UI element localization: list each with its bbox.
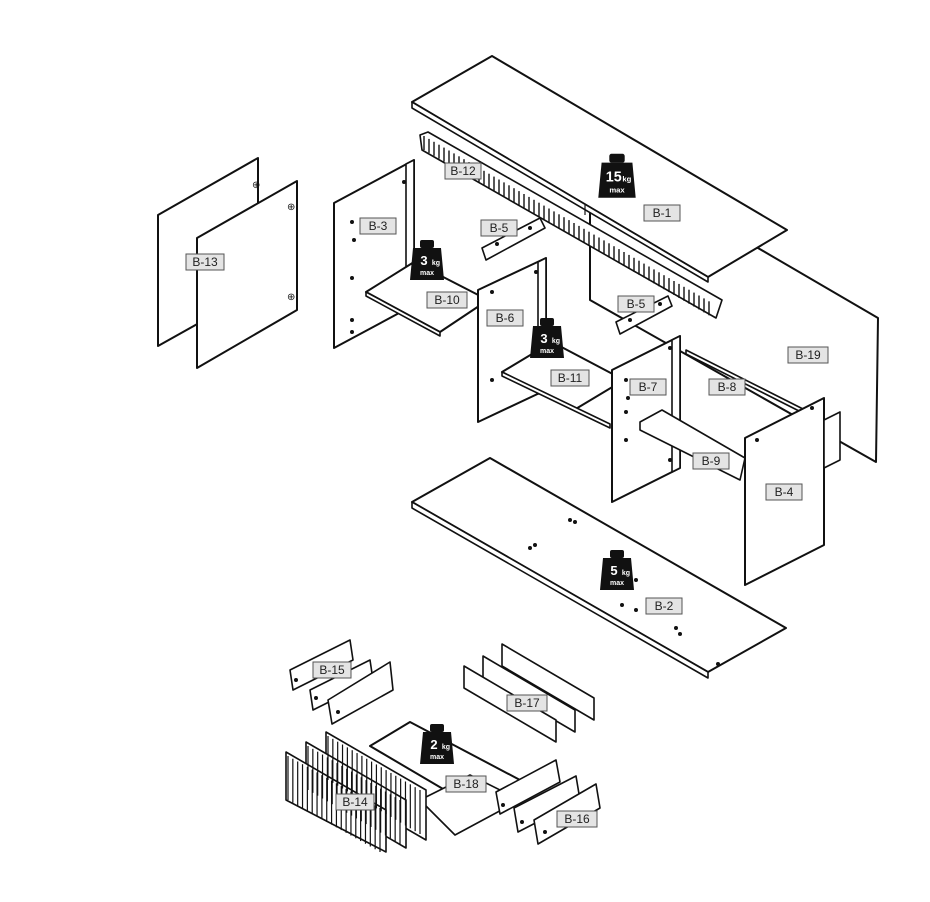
panel-b13: ⊕ ⊕ ⊕ bbox=[157, 157, 298, 369]
part-label: B-16 bbox=[556, 810, 598, 828]
svg-text:B-10: B-10 bbox=[434, 293, 460, 307]
svg-text:B-18: B-18 bbox=[453, 777, 479, 791]
part-label: B-14 bbox=[335, 793, 375, 811]
panel-b1 bbox=[411, 55, 788, 283]
svg-text:B-19: B-19 bbox=[795, 348, 821, 362]
panel-b17 bbox=[463, 643, 595, 743]
part-label: B-6 bbox=[486, 309, 524, 327]
part-label: B-7 bbox=[629, 378, 667, 396]
part-label: B-12 bbox=[444, 162, 482, 180]
panel-b2 bbox=[411, 457, 787, 679]
part-label: B-18 bbox=[445, 775, 487, 793]
svg-text:B-11: B-11 bbox=[558, 371, 583, 385]
part-label: B-4 bbox=[765, 483, 803, 501]
svg-text:⊕: ⊕ bbox=[252, 180, 260, 191]
part-label: B-2 bbox=[645, 597, 683, 615]
part-label: B-1 bbox=[643, 204, 681, 222]
part-label: B-11 bbox=[550, 369, 590, 387]
svg-text:B-6: B-6 bbox=[496, 311, 515, 325]
part-label: B-17 bbox=[506, 694, 548, 712]
weight-limit-icon: 3 kg max bbox=[530, 318, 564, 358]
svg-text:kg: kg bbox=[622, 570, 630, 577]
svg-text:B-2: B-2 bbox=[655, 599, 674, 613]
svg-text:3: 3 bbox=[540, 331, 547, 346]
svg-text:kg: kg bbox=[442, 744, 450, 751]
svg-text:B-3: B-3 bbox=[369, 219, 388, 233]
svg-text:3: 3 bbox=[420, 253, 427, 268]
panel-b5a bbox=[481, 217, 546, 261]
svg-text:B-5: B-5 bbox=[490, 221, 509, 235]
svg-text:B-7: B-7 bbox=[639, 380, 658, 394]
svg-text:B-13: B-13 bbox=[192, 255, 218, 269]
svg-text:B-14: B-14 bbox=[342, 795, 368, 809]
part-label: B-5 bbox=[480, 219, 518, 237]
svg-text:B-15: B-15 bbox=[319, 663, 345, 677]
panel-b15 bbox=[289, 639, 394, 725]
svg-text:5: 5 bbox=[610, 563, 617, 578]
part-label: B-3 bbox=[359, 217, 397, 235]
svg-text:B-16: B-16 bbox=[564, 812, 590, 826]
part-label: B-10 bbox=[426, 291, 468, 309]
svg-text:B-8: B-8 bbox=[718, 380, 737, 394]
svg-text:B-1: B-1 bbox=[653, 206, 672, 220]
svg-text:⊕: ⊕ bbox=[287, 202, 295, 213]
weight-limit-icon: 2 kg max bbox=[420, 724, 454, 764]
svg-text:B-9: B-9 bbox=[702, 454, 721, 468]
svg-text:15: 15 bbox=[606, 169, 622, 185]
svg-text:2: 2 bbox=[430, 737, 437, 752]
svg-text:max: max bbox=[540, 348, 554, 355]
part-label: B-19 bbox=[787, 346, 829, 364]
panel-b16 bbox=[495, 759, 601, 845]
svg-text:B-5: B-5 bbox=[627, 297, 646, 311]
weight-limit-icon: 3 kg max bbox=[410, 240, 444, 280]
svg-text:B-4: B-4 bbox=[775, 485, 794, 499]
svg-text:B-12: B-12 bbox=[450, 164, 476, 178]
part-label: B-9 bbox=[692, 452, 730, 470]
svg-text:max: max bbox=[420, 270, 434, 277]
part-label: B-13 bbox=[185, 253, 225, 271]
part-label: B-15 bbox=[312, 661, 352, 679]
svg-text:B-17: B-17 bbox=[514, 696, 540, 710]
weight-limit-icon: 5 kg max bbox=[600, 550, 634, 590]
panel-b3 bbox=[333, 159, 415, 349]
part-label: B-5 bbox=[617, 295, 655, 313]
part-label: B-8 bbox=[708, 378, 746, 396]
svg-text:kg: kg bbox=[622, 174, 631, 183]
svg-text:kg: kg bbox=[432, 260, 440, 267]
svg-text:max: max bbox=[430, 754, 444, 761]
svg-text:⊕: ⊕ bbox=[287, 292, 295, 303]
svg-text:max: max bbox=[609, 185, 625, 194]
svg-text:kg: kg bbox=[552, 338, 560, 345]
svg-text:max: max bbox=[610, 580, 624, 587]
